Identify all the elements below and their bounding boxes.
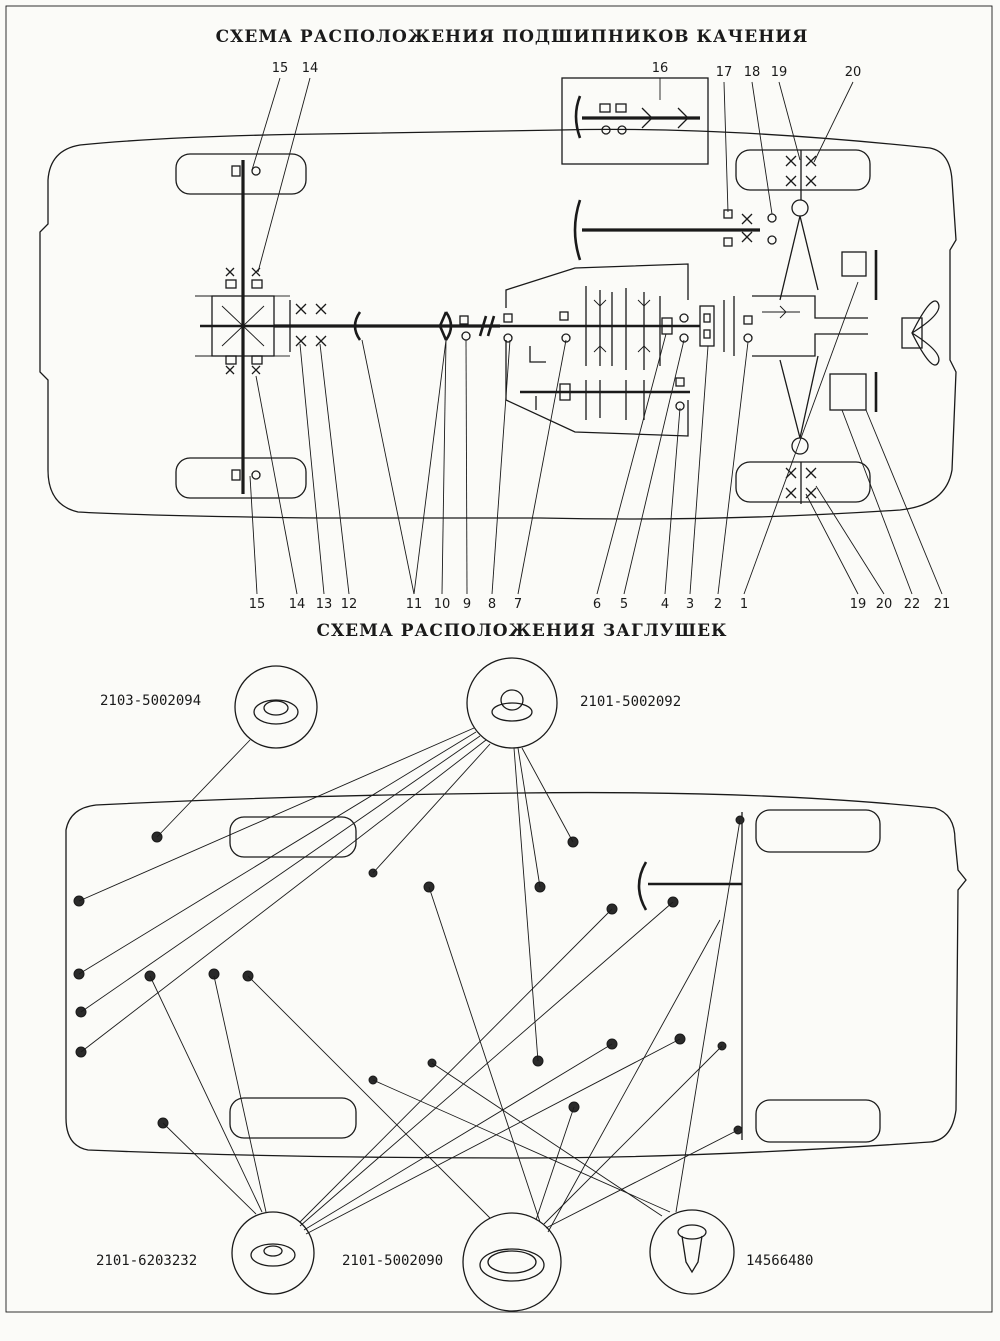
bearing-15-top — [231, 165, 241, 177]
code-2101-5002090: 2101-5002090 — [342, 1253, 443, 1269]
label-bottom-15: 15 — [249, 597, 266, 612]
label-bottom-1: 1 — [740, 597, 748, 612]
page-border — [5, 5, 993, 1313]
label-top-17: 17 — [716, 65, 733, 80]
gearbox — [500, 263, 700, 437]
label-top-18: 18 — [744, 65, 761, 80]
generator-bearing-box — [829, 373, 867, 411]
leaders-2101-5002092 — [78, 727, 574, 1062]
label-bottom-14: 14 — [289, 597, 306, 612]
bottom-leader-lines — [249, 281, 943, 595]
leaders-14566480 — [372, 819, 741, 1217]
clutch-engine — [699, 295, 868, 357]
label-bottom-7: 7 — [514, 597, 522, 612]
plug-wheel-well-rl — [229, 816, 357, 858]
part-circle-2101-5002090 — [462, 1212, 562, 1312]
label-top-14: 14 — [302, 61, 319, 76]
label-bottom-13: 13 — [316, 597, 333, 612]
code-2101-6203232: 2101-6203232 — [96, 1253, 197, 1269]
label-bottom-3: 3 — [686, 597, 694, 612]
wheel-well-front-left — [735, 149, 871, 191]
universal-joint-rear — [353, 311, 362, 341]
label-bottom-6: 6 — [593, 597, 601, 612]
part-circle-2101-5002092 — [466, 657, 558, 749]
flexible-coupling — [478, 315, 496, 337]
differential — [195, 267, 290, 375]
label-bottom-11: 11 — [406, 597, 423, 612]
label-bottom-5: 5 — [620, 597, 628, 612]
car-body-outline-top — [39, 128, 957, 520]
part-circle-14566480 — [649, 1209, 735, 1295]
plugs-title: СХЕМА РАСПОЛОЖЕНИЯ ЗАГЛУШЕК — [316, 621, 727, 641]
label-top-15: 15 — [272, 61, 289, 76]
fan-hub — [901, 317, 923, 349]
fan-blade — [911, 300, 940, 366]
bearing-15-bottom — [231, 469, 241, 481]
label-bottom-10: 10 — [434, 597, 451, 612]
part-circle-2101-6203232 — [231, 1211, 315, 1295]
bearings-title: СХЕМА РАСПОЛОЖЕНИЯ ПОДШИПНИКОВ КАЧЕНИЯ — [216, 27, 809, 47]
label-bottom-8: 8 — [488, 597, 496, 612]
code-14566480: 14566480 — [746, 1253, 813, 1269]
car-body-outline-bottom — [65, 791, 967, 1159]
wheel-well-rear-left — [175, 153, 307, 195]
wheel-well-rear-right — [175, 457, 307, 499]
top-callout-labels: 15 14 16 17 18 19 20 — [272, 61, 862, 80]
bottom-callout-labels: 15 14 13 12 11 10 9 8 7 6 5 4 3 2 1 19 2… — [249, 597, 951, 612]
label-bottom-2: 2 — [714, 597, 722, 612]
code-2103-5002094: 2103-5002094 — [100, 693, 201, 709]
code-2101-5002092: 2101-5002092 — [580, 694, 681, 710]
part-circle-2103-5002094 — [234, 665, 318, 749]
label-bottom-12: 12 — [341, 597, 358, 612]
plug-locations — [73, 815, 745, 1135]
plug-wheel-well-fl — [755, 809, 881, 853]
bearing-18 — [767, 213, 777, 223]
leaders-2101-5002090 — [247, 886, 739, 1233]
leaders-2103-5002094 — [156, 739, 251, 838]
inset-detail-16 — [561, 77, 709, 165]
label-bottom-20: 20 — [876, 597, 893, 612]
label-bottom-19: 19 — [850, 597, 867, 612]
label-top-19: 19 — [771, 65, 788, 80]
plug-steering-wheel — [637, 861, 648, 911]
steering-wheel-rim — [573, 199, 582, 261]
plug-wheel-well-rr — [229, 1097, 357, 1139]
pump-bearing-box — [841, 251, 867, 277]
label-bottom-4: 4 — [661, 597, 669, 612]
label-top-16: 16 — [652, 61, 669, 76]
plug-wheel-well-fr — [755, 1099, 881, 1143]
wheel-well-front-right — [735, 461, 871, 503]
top-leader-lines — [251, 77, 854, 273]
universal-joint-front — [438, 311, 453, 341]
label-top-20: 20 — [845, 65, 862, 80]
front-hub-bearing-top — [785, 150, 817, 200]
label-bottom-21: 21 — [934, 597, 951, 612]
label-bottom-9: 9 — [463, 597, 471, 612]
leaders-2101-6203232 — [149, 901, 681, 1235]
front-ball-joint-top — [791, 199, 809, 217]
label-bottom-22: 22 — [904, 597, 921, 612]
front-hub-bearing-bottom — [785, 462, 817, 504]
